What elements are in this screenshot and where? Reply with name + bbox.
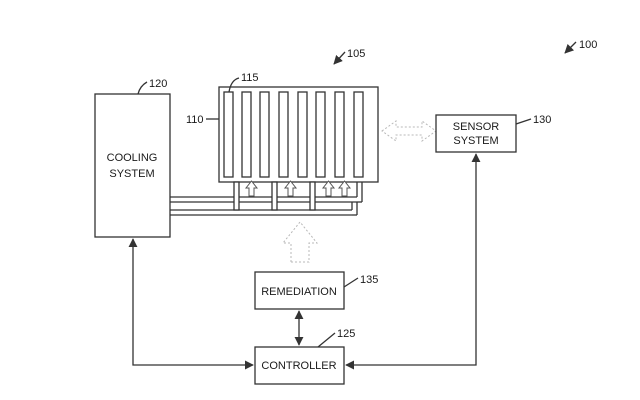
controller-box — [254, 346, 345, 385]
ref-100-label: 100 — [579, 39, 597, 51]
flow-arrow-3 — [321, 180, 336, 197]
sensor-system: SENSOR SYSTEM 130 — [435, 114, 551, 153]
flow-arrow-1 — [244, 180, 259, 197]
sensor-system-label-line1: SENSOR — [453, 121, 500, 133]
ref-105-arrow — [333, 51, 346, 65]
server-slot-8 — [353, 91, 364, 178]
cooling-system-label-line1: COOLING — [107, 152, 158, 164]
remediation: REMEDIATION 135 — [254, 271, 378, 310]
controller-ref: 125 — [337, 328, 355, 340]
branch-down-2 — [271, 181, 278, 211]
flow-arrow-2 — [283, 180, 298, 197]
rack-frame-ref: 110 — [186, 114, 204, 126]
rack-slot-ref: 115 — [241, 72, 259, 84]
ref-105-label: 105 — [347, 48, 365, 60]
branch-down-1 — [233, 181, 240, 211]
sensor-system-box — [435, 114, 517, 153]
cooling-system-label-line2: SYSTEM — [109, 168, 154, 180]
remediation-box — [254, 271, 345, 310]
ref-100-arrow — [564, 41, 577, 54]
server-slot-7 — [334, 91, 345, 178]
branch-down-3 — [309, 181, 316, 211]
remediation-ref: 135 — [360, 274, 378, 286]
sensor-system-leader — [515, 118, 532, 125]
controller-leader — [317, 332, 336, 348]
flow-arrows — [244, 180, 352, 197]
server-slot-6 — [315, 91, 326, 178]
ref-105-group: 105 — [333, 48, 365, 65]
remediation-action-arrow — [281, 221, 319, 263]
controller-label: CONTROLLER — [261, 360, 336, 372]
flow-arrow-4 — [337, 180, 352, 197]
cooling-system-leader — [137, 81, 148, 95]
server-slot-2 — [241, 91, 252, 178]
remediation-leader — [343, 277, 359, 288]
cooling-system-ref: 120 — [149, 78, 167, 90]
cooling-system: COOLING SYSTEM 120 — [94, 78, 171, 238]
sensor-system-ref: 130 — [533, 114, 551, 126]
controller-sensor-link — [345, 153, 481, 370]
rack-slot-leader — [228, 77, 240, 93]
sensor-system-label-line2: SYSTEM — [453, 135, 498, 147]
server-slot-4 — [278, 91, 289, 178]
ref-100-group: 100 — [564, 39, 597, 54]
cooling-controller-link — [128, 238, 254, 370]
server-rack: 110 115 — [186, 72, 379, 183]
server-slot-3 — [259, 91, 270, 178]
controller: CONTROLLER 125 — [254, 328, 355, 385]
server-slot-5 — [297, 91, 308, 178]
rack-sensor-double-arrow — [381, 120, 437, 142]
connections — [128, 153, 481, 370]
remediation-label: REMEDIATION — [261, 286, 337, 298]
cooling-system-box — [94, 93, 171, 238]
server-slot-1 — [223, 91, 234, 178]
